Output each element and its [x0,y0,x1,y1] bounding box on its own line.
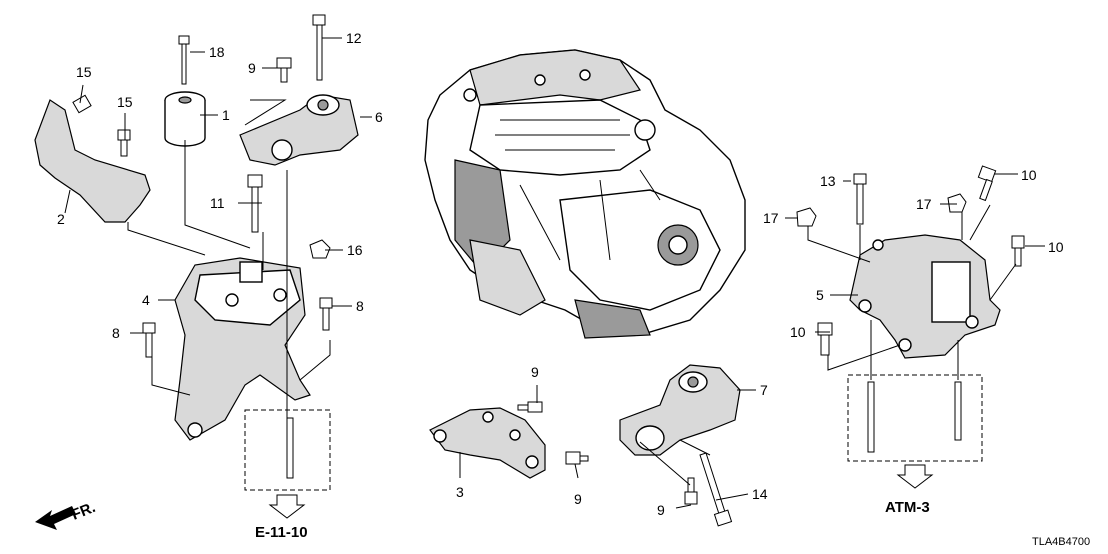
ref-arrow-right-icon [896,464,934,489]
bolt-10-right [1011,235,1025,267]
callout-17-left: 17 [763,210,779,226]
callout-9-bc2: 9 [574,491,582,507]
bolt-13 [853,173,867,225]
callout-1: 1 [222,107,230,123]
callout-16: 16 [347,242,363,258]
callout-3: 3 [456,484,464,500]
ref-arrow-left-icon [268,494,306,519]
bolt-15-b [117,129,131,157]
nut-16 [309,239,331,259]
stud-right-b [954,381,962,441]
callout-8-right: 8 [356,298,364,314]
part-1-bushing [164,91,206,147]
bolt-12 [312,14,326,81]
part-7-mount [619,364,741,456]
callout-9-bc3: 9 [657,502,665,518]
bolt-9-top [276,57,292,83]
bolt-14 [699,452,733,527]
callout-10-top: 10 [1021,167,1037,183]
callout-2: 2 [57,211,65,227]
bolt-11 [247,174,263,233]
callout-9-top: 9 [248,60,256,76]
ref-label-right[interactable]: ATM-3 [885,499,930,516]
stud-left [286,417,294,479]
front-direction-label: FR. [69,499,98,524]
part-4-bracket [174,257,311,441]
bolt-8-right [319,297,333,331]
part-5-mount [849,234,1001,359]
callout-9-bc1: 9 [531,364,539,380]
callout-5: 5 [816,287,824,303]
bolt-10-top [977,165,997,202]
bolt-8-left [142,322,156,358]
diagram-code: TLA4B4700 [1032,536,1090,548]
bolt-15-a [72,94,92,114]
bolt-9-c1 [517,401,543,413]
bolt-10-left [817,322,833,356]
callout-4: 4 [142,292,150,308]
part-2-bracket [34,99,151,223]
callout-15-b: 15 [117,94,133,110]
engine-assembly [424,49,746,339]
front-direction-arrow-icon [35,506,76,530]
callout-14: 14 [752,486,768,502]
bolt-9-c3 [684,477,698,505]
callout-18: 18 [209,44,225,60]
callout-6: 6 [375,109,383,125]
callout-8-left: 8 [112,325,120,341]
callout-10-left: 10 [790,324,806,340]
nut-17-left [796,207,817,227]
bolt-18 [178,35,190,85]
bolt-9-c2 [565,451,589,465]
callout-10-right: 10 [1048,239,1064,255]
part-3-bracket [429,407,546,479]
stud-right-a [867,381,875,453]
part-6-mount [239,94,359,166]
ref-label-left[interactable]: E-11-10 [255,524,308,541]
callout-13: 13 [820,173,836,189]
stud-box-right [847,374,983,462]
callout-15-a: 15 [76,64,92,80]
callout-11: 11 [210,195,225,211]
callout-17-right: 17 [916,196,932,212]
callout-7: 7 [760,382,768,398]
callout-12: 12 [346,30,362,46]
nut-17-right [947,193,967,213]
